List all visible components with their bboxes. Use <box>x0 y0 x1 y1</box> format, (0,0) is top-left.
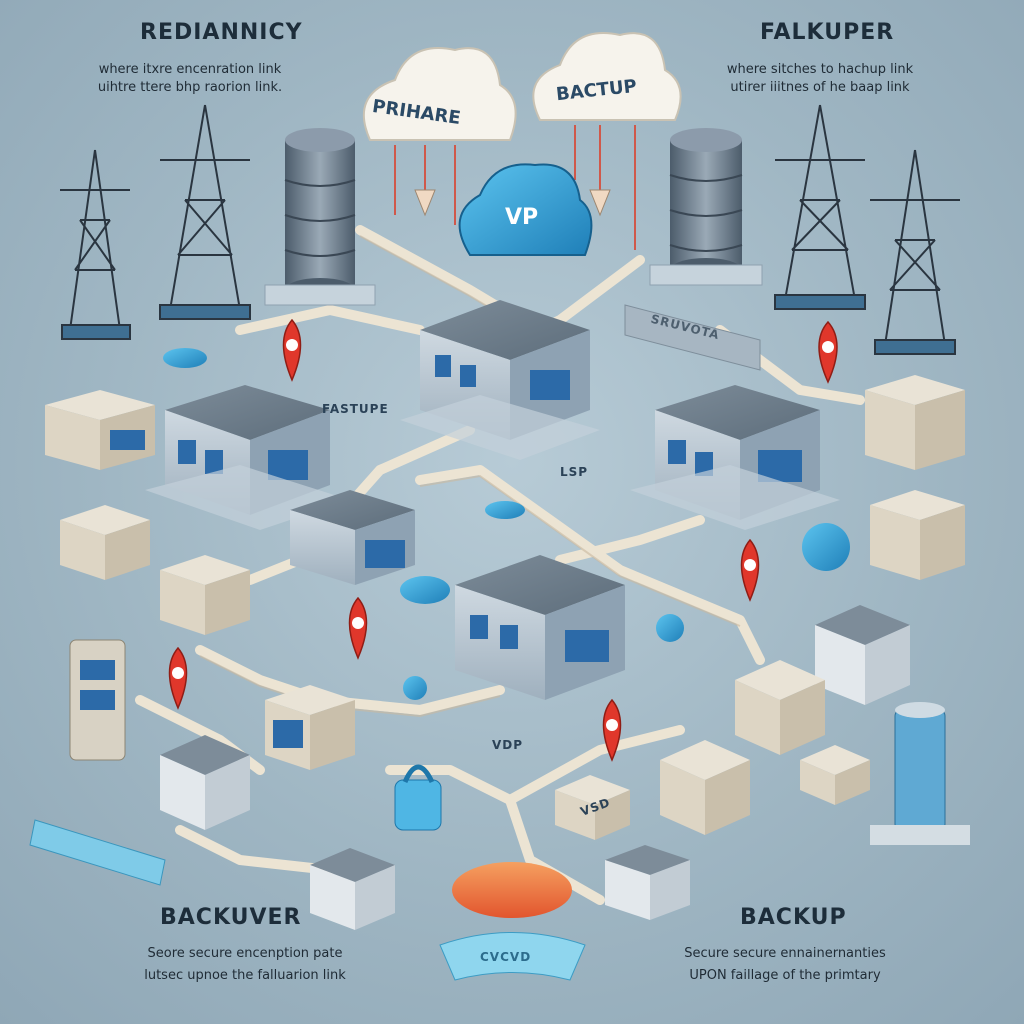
signage-board <box>624 304 761 371</box>
data-center-building <box>400 300 600 460</box>
transmission-tower-icon <box>60 149 131 340</box>
center-sign-label: FASTUPE <box>322 402 389 416</box>
server-stack-icon <box>264 128 376 306</box>
bottom-pad-label: CVCVD <box>480 950 532 964</box>
top-left-subtitle-line2: uihtre ttere bhp raorion link. <box>97 80 283 95</box>
bottom-left-subtitle-line2: lutsec upnoe the falluarion link <box>144 968 346 983</box>
transmission-tower-icon <box>870 149 960 355</box>
radio-tower-icon <box>69 639 126 761</box>
equipment-box <box>800 745 870 805</box>
equipment-box <box>815 605 910 705</box>
data-center-building <box>145 385 350 530</box>
equipment-box <box>865 375 965 470</box>
data-center-building <box>290 490 415 585</box>
equipment-box <box>160 555 250 635</box>
equipment-box <box>265 685 355 770</box>
failover-pad <box>439 862 586 981</box>
equipment-box <box>555 775 630 840</box>
pin-dots <box>172 339 834 731</box>
equipment-box <box>660 740 750 835</box>
transmission-tower-icon <box>774 104 866 310</box>
bottom-left-title: BACKUVER <box>160 905 302 930</box>
equipment-box <box>605 845 690 920</box>
top-left-subtitle-line1: where itxre encenration link <box>98 62 282 77</box>
bottom-right-subtitle-line2: UPON faillage of the primtary <box>689 968 881 983</box>
equipment-box <box>160 735 250 830</box>
transmission-tower-icon <box>159 104 251 320</box>
backup-cloud-icon <box>532 32 682 250</box>
top-left-title: REDIANNICY <box>140 20 303 45</box>
equipment-box <box>870 490 965 580</box>
top-right-title: FALKUPER <box>760 20 895 45</box>
data-center-building <box>455 555 625 700</box>
primary-cloud-icon <box>362 47 517 225</box>
vpn-tag-3: VDP <box>492 738 524 752</box>
server-stack-icon <box>649 128 763 286</box>
signage-board <box>29 819 166 886</box>
top-right-subtitle-line2: utirer iiitnes of he baap link <box>730 80 910 95</box>
radio-tower-icon <box>870 702 970 845</box>
lock-icon <box>394 764 442 831</box>
bottom-right-subtitle-line1: Secure secure ennainernanties <box>684 946 886 961</box>
equipment-box <box>310 848 395 930</box>
equipment-box <box>45 390 155 470</box>
bottom-left-subtitle-line1: Seore secure encenption pate <box>147 946 343 961</box>
vpn-cloud-icon <box>458 163 593 256</box>
data-center-building <box>630 385 840 530</box>
equipment-box <box>735 660 825 755</box>
bottom-right-title: BACKUP <box>740 905 847 930</box>
vpn-cloud-label: VP <box>505 205 539 230</box>
vpn-node-icon <box>163 348 850 700</box>
equipment-box <box>60 505 150 580</box>
top-right-subtitle-line1: where sitches to hachup link <box>726 62 914 77</box>
vpn-tag-1: LSP <box>560 465 589 479</box>
